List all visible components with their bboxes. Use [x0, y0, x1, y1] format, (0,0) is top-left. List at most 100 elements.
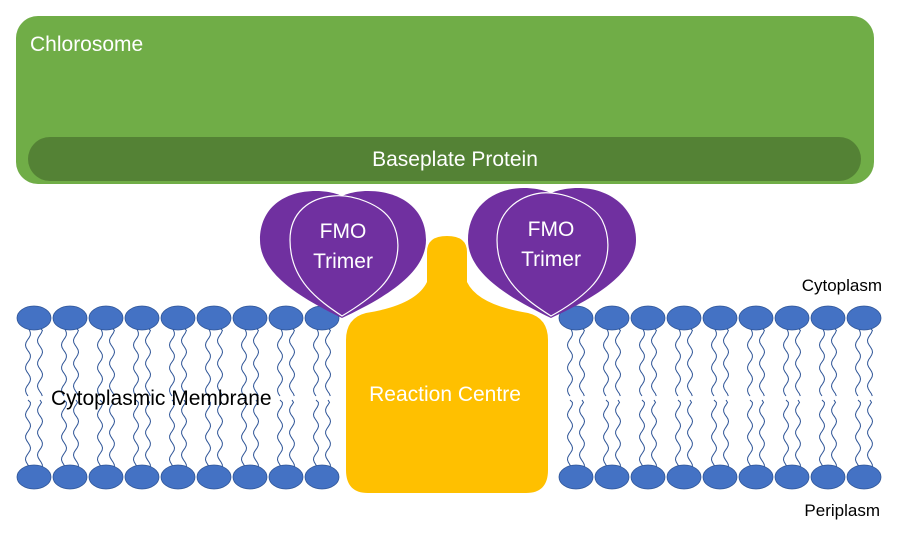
- fmo-trimer-right-label-line2: Trimer: [521, 248, 581, 271]
- lipid-head: [594, 305, 630, 331]
- lipid-tail: [108, 399, 116, 468]
- lipid-pair: [52, 305, 88, 490]
- lipid-tail: [578, 327, 586, 397]
- lipid-tail: [168, 399, 176, 468]
- lipid-tail: [96, 399, 104, 468]
- lipid-head: [630, 464, 666, 490]
- lipid-head: [774, 305, 810, 331]
- lipid-pair: [630, 305, 666, 490]
- lipid-pair: [124, 305, 160, 490]
- lipid-pair: [304, 305, 340, 490]
- lipid-tail: [614, 327, 622, 397]
- lipid-tail: [758, 327, 766, 397]
- lipid-tail: [578, 399, 586, 468]
- lipid-tail: [288, 327, 296, 397]
- lipid-tail: [324, 399, 332, 468]
- lipid-pair: [88, 305, 124, 490]
- lipid-tail: [144, 399, 152, 468]
- lipid-head: [52, 305, 88, 331]
- lipid-tail: [566, 399, 574, 468]
- lipid-tail: [866, 327, 874, 397]
- lipid-tail: [96, 327, 104, 397]
- lipid-tail: [180, 399, 188, 468]
- fmo-trimer-left-label-line1: FMO: [320, 220, 367, 243]
- lipid-tail: [180, 327, 188, 397]
- lipid-tail: [746, 327, 754, 397]
- lipid-bilayer-left: [16, 305, 340, 490]
- lipid-head: [88, 464, 124, 490]
- lipid-pair: [594, 305, 630, 490]
- lipid-tail: [252, 399, 260, 468]
- fmo-trimer-left-inner: [289, 195, 399, 317]
- periplasm-label: Periplasm: [804, 501, 880, 520]
- lipid-head: [196, 305, 232, 331]
- lipid-tail: [24, 399, 32, 468]
- lipid-pair: [196, 305, 232, 490]
- lipid-head: [268, 305, 304, 331]
- lipid-tail: [650, 327, 658, 397]
- lipid-tail: [854, 399, 862, 468]
- lipid-head: [846, 464, 882, 490]
- lipid-tail: [312, 399, 320, 468]
- lipid-tail: [614, 399, 622, 468]
- lipid-tail: [722, 327, 730, 397]
- lipid-tail: [240, 399, 248, 468]
- fmo-trimer-left-label-line2: Trimer: [313, 250, 373, 273]
- lipid-tail: [818, 327, 826, 397]
- lipid-tail: [818, 399, 826, 468]
- lipid-pair: [268, 305, 304, 490]
- lipid-tail: [168, 327, 176, 397]
- lipid-tail: [288, 399, 296, 468]
- lipid-tail: [722, 399, 730, 468]
- lipid-tail: [746, 399, 754, 468]
- lipid-tail: [638, 327, 646, 397]
- reaction-centre: [346, 236, 548, 493]
- lipid-tail: [72, 399, 80, 468]
- lipid-tail: [216, 399, 224, 468]
- lipid-tail: [602, 327, 610, 397]
- lipid-pair: [810, 305, 846, 490]
- lipid-pair: [666, 305, 702, 490]
- fmo-trimer-right-inner: [496, 192, 609, 317]
- lipid-head: [846, 305, 882, 331]
- lipid-tail: [674, 399, 682, 468]
- lipid-pair: [738, 305, 774, 490]
- lipid-head: [52, 464, 88, 490]
- reaction-centre-label: Reaction Centre: [369, 383, 521, 406]
- lipid-head: [558, 464, 594, 490]
- lipid-tail: [204, 399, 212, 468]
- fmo-trimer-right: FMO Trimer: [468, 188, 636, 318]
- lipid-head: [16, 305, 52, 331]
- lipid-head: [738, 464, 774, 490]
- lipid-head: [160, 305, 196, 331]
- lipid-head: [738, 305, 774, 331]
- lipid-tail: [854, 327, 862, 397]
- lipid-head: [88, 305, 124, 331]
- lipid-pair: [232, 305, 268, 490]
- lipid-head: [232, 305, 268, 331]
- lipid-tail: [276, 399, 284, 468]
- chlorosome-label: Chlorosome: [30, 33, 143, 56]
- cytoplasmic-membrane-label: Cytoplasmic Membrane: [51, 387, 272, 410]
- lipid-tail: [782, 327, 790, 397]
- lipid-tail: [710, 327, 718, 397]
- lipid-head: [666, 305, 702, 331]
- lipid-head: [702, 464, 738, 490]
- fmo-trimer-left: FMO Trimer: [260, 191, 426, 318]
- lipid-head: [774, 464, 810, 490]
- lipid-tail: [24, 327, 32, 397]
- lipid-tail: [36, 327, 44, 397]
- baseplate-protein-label: Baseplate Protein: [372, 148, 538, 171]
- lipid-head: [810, 464, 846, 490]
- lipid-tail: [132, 399, 140, 468]
- lipid-head: [558, 305, 594, 331]
- lipid-tail: [132, 327, 140, 397]
- lipid-head: [160, 464, 196, 490]
- lipid-tail: [782, 399, 790, 468]
- lipid-head: [304, 464, 340, 490]
- lipid-tail: [108, 327, 116, 397]
- lipid-head: [124, 305, 160, 331]
- lipid-tail: [276, 327, 284, 397]
- lipid-head: [666, 464, 702, 490]
